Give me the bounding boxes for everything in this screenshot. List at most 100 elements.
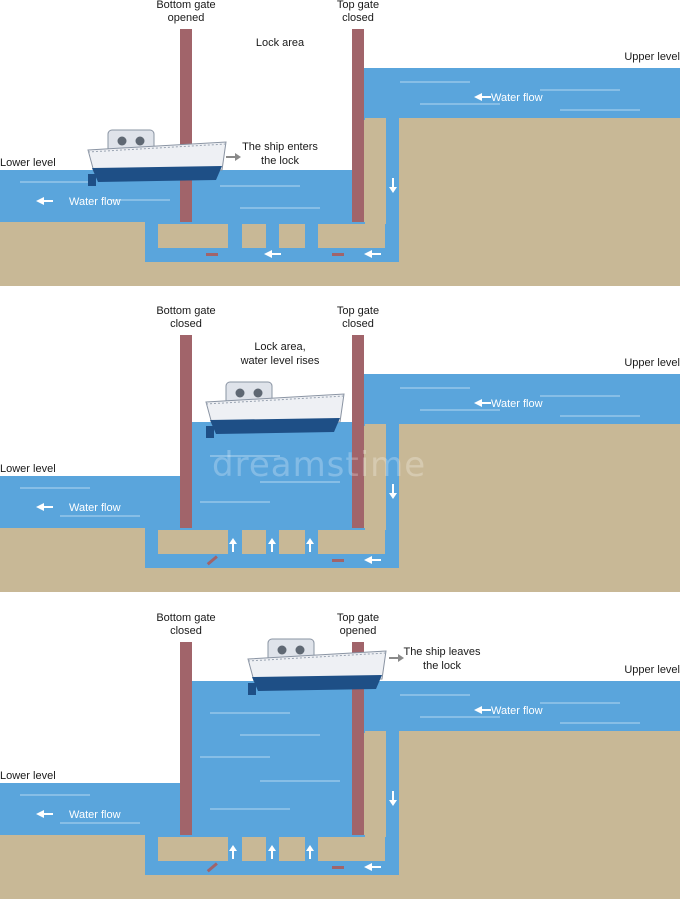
porthole-icon xyxy=(117,136,127,146)
upper-level-label: Upper level xyxy=(624,51,680,63)
arrow-left-icon xyxy=(474,706,491,714)
ripples xyxy=(20,694,640,824)
flow-arrows xyxy=(36,399,491,564)
arrow-down-icon xyxy=(389,178,397,193)
lower-level-label: Lower level xyxy=(0,157,56,169)
ship-railing xyxy=(247,652,387,662)
bottom-gate xyxy=(180,642,192,835)
arrow-left-icon xyxy=(36,503,53,511)
valve-lower xyxy=(206,862,218,873)
arrow-left-icon xyxy=(264,250,281,258)
valve-upper xyxy=(332,866,344,869)
flow-arrows xyxy=(36,93,491,258)
ship xyxy=(247,638,387,695)
ship-hull-upper xyxy=(87,141,227,173)
panel-separator xyxy=(0,292,680,306)
top-gate xyxy=(352,642,364,835)
watermark: dreamstime xyxy=(212,445,426,485)
culvert-blocks xyxy=(158,424,386,554)
valve-lower xyxy=(206,253,218,256)
top-gate xyxy=(352,29,364,222)
ship-hull xyxy=(252,675,382,691)
ship-hull xyxy=(92,166,222,182)
porthole-icon xyxy=(277,645,287,655)
lower-flow-label: Water flow xyxy=(69,502,121,514)
arrow-up-icon xyxy=(268,538,276,552)
arrow-left-icon xyxy=(364,556,381,564)
ship xyxy=(87,129,227,186)
arrow-left-icon xyxy=(364,863,381,871)
lower-flow-label: Water flow xyxy=(69,809,121,821)
culvert-blocks xyxy=(158,731,386,861)
porthole-icon xyxy=(295,645,305,655)
arrow-down-icon xyxy=(389,791,397,806)
lock-area-label: Lock area,water level rises xyxy=(240,341,320,367)
arrow-up-icon xyxy=(229,845,237,859)
upper-flow-label: Water flow xyxy=(491,92,543,104)
upper-flow-label: Water flow xyxy=(491,398,543,410)
top-gate xyxy=(352,335,364,528)
ship-railing xyxy=(205,395,345,405)
ship xyxy=(205,381,345,438)
valve-upper xyxy=(332,253,344,256)
arrow-up-icon xyxy=(268,845,276,859)
ground-upper xyxy=(362,731,680,899)
ship-rudder xyxy=(248,683,256,695)
lower-flow-label: Water flow xyxy=(69,196,121,208)
ship-hull xyxy=(210,418,340,434)
flow-arrows xyxy=(36,706,491,871)
arrow-left-icon xyxy=(364,250,381,258)
arrow-up-icon xyxy=(306,538,314,552)
arrow-left-icon xyxy=(474,93,491,101)
ground-upper xyxy=(362,424,680,592)
arrow-up-icon xyxy=(229,538,237,552)
ship-railing xyxy=(87,143,227,153)
porthole-icon xyxy=(253,388,263,398)
porthole-icon xyxy=(235,388,245,398)
arrow-down-icon xyxy=(389,484,397,499)
valve-lower xyxy=(206,555,218,566)
arrow-up-icon xyxy=(306,845,314,859)
arrow-left-icon xyxy=(36,197,53,205)
upper-level-label: Upper level xyxy=(624,664,680,676)
upper-level-label: Upper level xyxy=(624,357,680,369)
arrow-right-icon xyxy=(389,654,404,662)
arrow-right-icon xyxy=(226,153,241,161)
lower-water xyxy=(0,476,186,528)
porthole-icon xyxy=(135,136,145,146)
lower-level-label: Lower level xyxy=(0,463,56,475)
lower-level-label: Lower level xyxy=(0,770,56,782)
ripples xyxy=(20,387,640,517)
lock-water xyxy=(186,422,358,528)
ripples xyxy=(20,81,640,209)
arrow-left-icon xyxy=(474,399,491,407)
ship-hull-upper xyxy=(205,393,345,425)
culvert-blocks xyxy=(158,118,386,248)
panel-separator xyxy=(0,599,680,613)
ship-rudder xyxy=(206,426,214,438)
bottom-gate xyxy=(180,335,192,528)
lower-water xyxy=(0,783,186,835)
ship-hull-upper xyxy=(247,650,387,682)
lock-area-label: Lock area xyxy=(256,37,305,49)
lock-water xyxy=(186,681,362,835)
bottom-gate xyxy=(180,29,192,222)
upper-flow-label: Water flow xyxy=(491,705,543,717)
ground-upper xyxy=(362,118,680,286)
valve-upper xyxy=(332,559,344,562)
ship-rudder xyxy=(88,174,96,186)
arrow-left-icon xyxy=(36,810,53,818)
